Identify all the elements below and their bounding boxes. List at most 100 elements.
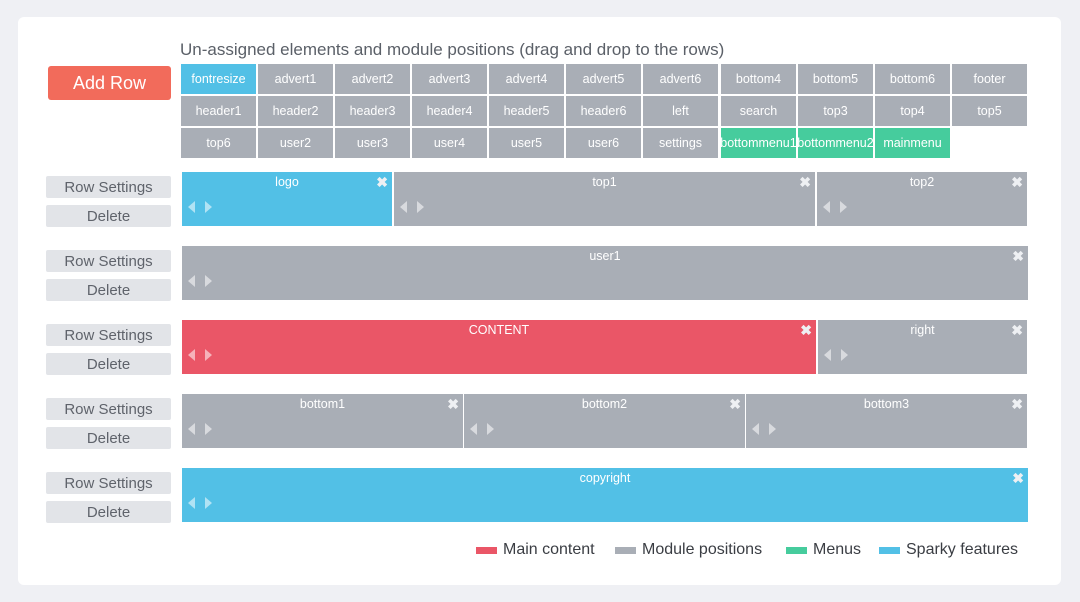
row-settings-button[interactable]: Row Settings <box>46 398 171 420</box>
block-label: bottom3 <box>863 397 910 411</box>
unassigned-tile[interactable]: advert5 <box>566 64 641 94</box>
block-label: logo <box>275 175 299 189</box>
unassigned-tile[interactable]: top4 <box>875 96 950 126</box>
unassigned-tile[interactable]: search <box>721 96 796 126</box>
unassigned-title: Un-assigned elements and module position… <box>180 40 725 59</box>
block-label: bottom2 <box>581 397 628 411</box>
row-settings-button[interactable]: Row Settings <box>46 176 171 198</box>
unassigned-tile[interactable]: bottommenu2 <box>798 128 873 158</box>
unassigned-tile[interactable]: header4 <box>412 96 487 126</box>
delete-row-button[interactable]: Delete <box>46 353 171 375</box>
grow-arrow-right-icon[interactable] <box>205 275 212 287</box>
row-block[interactable]: bottom3 ✖ <box>746 394 1027 448</box>
unassigned-tile[interactable]: header3 <box>335 96 410 126</box>
legend-swatch <box>476 546 497 554</box>
row-block[interactable]: bottom2 ✖ <box>464 394 745 448</box>
unassigned-tile[interactable]: mainmenu <box>875 128 950 158</box>
unassigned-tile[interactable]: left <box>643 96 718 126</box>
close-icon[interactable]: ✖ <box>729 396 741 412</box>
close-icon[interactable]: ✖ <box>1012 470 1024 486</box>
add-row-button[interactable]: Add Row <box>48 66 171 100</box>
close-icon[interactable]: ✖ <box>376 174 388 190</box>
unassigned-tile[interactable]: user6 <box>566 128 641 158</box>
unassigned-tile[interactable]: advert6 <box>643 64 718 94</box>
unassigned-tile[interactable]: advert4 <box>489 64 564 94</box>
legend-item: Menus <box>786 541 861 559</box>
legend-item: Main content <box>476 541 595 559</box>
row-block[interactable]: CONTENT ✖ <box>182 320 816 374</box>
unassigned-tile[interactable]: top6 <box>181 128 256 158</box>
unassigned-tile[interactable]: footer <box>952 64 1027 94</box>
shrink-arrow-left-icon[interactable] <box>188 275 195 287</box>
unassigned-tile[interactable]: bottom4 <box>721 64 796 94</box>
delete-row-button[interactable]: Delete <box>46 279 171 301</box>
unassigned-tile[interactable]: user4 <box>412 128 487 158</box>
grow-arrow-right-icon[interactable] <box>205 423 212 435</box>
unassigned-tile[interactable]: settings <box>643 128 718 158</box>
row-block[interactable]: top2 ✖ <box>817 172 1027 226</box>
row-block[interactable]: right✖ <box>818 320 1027 374</box>
legend-label: Module positions <box>642 541 763 558</box>
legend-item: Module positions <box>615 541 762 559</box>
row-settings-button[interactable]: Row Settings <box>46 250 171 272</box>
row-block[interactable]: logo ✖ <box>182 172 392 226</box>
block-label: top1 <box>592 175 617 189</box>
unassigned-tile[interactable]: bottom5 <box>798 64 873 94</box>
row-block[interactable]: user1 ✖ <box>182 246 1028 300</box>
unassigned-tile[interactable]: advert2 <box>335 64 410 94</box>
grow-arrow-right-icon[interactable] <box>417 201 424 213</box>
close-icon[interactable]: ✖ <box>1012 248 1024 264</box>
grow-arrow-right-icon[interactable] <box>205 201 212 213</box>
close-icon[interactable]: ✖ <box>1011 396 1023 412</box>
shrink-arrow-left-icon[interactable] <box>823 201 830 213</box>
unassigned-tile[interactable]: fontresize <box>181 64 256 94</box>
unassigned-tile[interactable]: advert3 <box>412 64 487 94</box>
close-icon[interactable]: ✖ <box>447 396 459 412</box>
close-icon[interactable]: ✖ <box>1011 322 1023 338</box>
legend-label: Main content <box>503 541 595 558</box>
unassigned-tile[interactable]: bottom6 <box>875 64 950 94</box>
delete-row-button[interactable]: Delete <box>46 427 171 449</box>
legend-swatch <box>879 546 900 554</box>
unassigned-tile[interactable]: top3 <box>798 96 873 126</box>
block-label: CONTENT <box>468 323 530 337</box>
unassigned-tile[interactable]: user3 <box>335 128 410 158</box>
unassigned-tile[interactable]: top5 <box>952 96 1027 126</box>
shrink-arrow-left-icon[interactable] <box>188 349 195 361</box>
grow-arrow-right-icon[interactable] <box>205 497 212 509</box>
grow-arrow-right-icon[interactable] <box>769 423 776 435</box>
unassigned-tile[interactable]: header2 <box>258 96 333 126</box>
row-block[interactable]: bottom1✖ <box>182 394 463 448</box>
unassigned-tile[interactable]: advert1 <box>258 64 333 94</box>
grow-arrow-right-icon[interactable] <box>487 423 494 435</box>
grow-arrow-right-icon[interactable] <box>840 201 847 213</box>
shrink-arrow-left-icon[interactable] <box>400 201 407 213</box>
row-block[interactable]: top1 ✖ <box>394 172 815 226</box>
unassigned-tile[interactable]: bottommenu1 <box>721 128 796 158</box>
row-settings-button[interactable]: Row Settings <box>46 472 171 494</box>
block-label: top2 <box>909 175 935 189</box>
grow-arrow-right-icon[interactable] <box>205 349 212 361</box>
unassigned-tile[interactable]: header6 <box>566 96 641 126</box>
legend-label: Menus <box>813 541 862 558</box>
grow-arrow-right-icon[interactable] <box>841 349 848 361</box>
shrink-arrow-left-icon[interactable] <box>470 423 477 435</box>
close-icon[interactable]: ✖ <box>799 174 811 190</box>
unassigned-tile[interactable]: user2 <box>258 128 333 158</box>
block-label: user1 <box>589 249 621 263</box>
shrink-arrow-left-icon[interactable] <box>752 423 759 435</box>
shrink-arrow-left-icon[interactable] <box>188 423 195 435</box>
row-settings-button[interactable]: Row Settings <box>46 324 171 346</box>
unassigned-tile[interactable]: user5 <box>489 128 564 158</box>
close-icon[interactable]: ✖ <box>1011 174 1023 190</box>
shrink-arrow-left-icon[interactable] <box>188 201 195 213</box>
delete-row-button[interactable]: Delete <box>46 205 171 227</box>
legend-label: Sparky features <box>906 541 1019 558</box>
close-icon[interactable]: ✖ <box>800 322 812 338</box>
unassigned-tile[interactable]: header5 <box>489 96 564 126</box>
delete-row-button[interactable]: Delete <box>46 501 171 523</box>
unassigned-tile[interactable]: header1 <box>181 96 256 126</box>
shrink-arrow-left-icon[interactable] <box>824 349 831 361</box>
row-block[interactable]: copyright✖ <box>182 468 1028 522</box>
shrink-arrow-left-icon[interactable] <box>188 497 195 509</box>
